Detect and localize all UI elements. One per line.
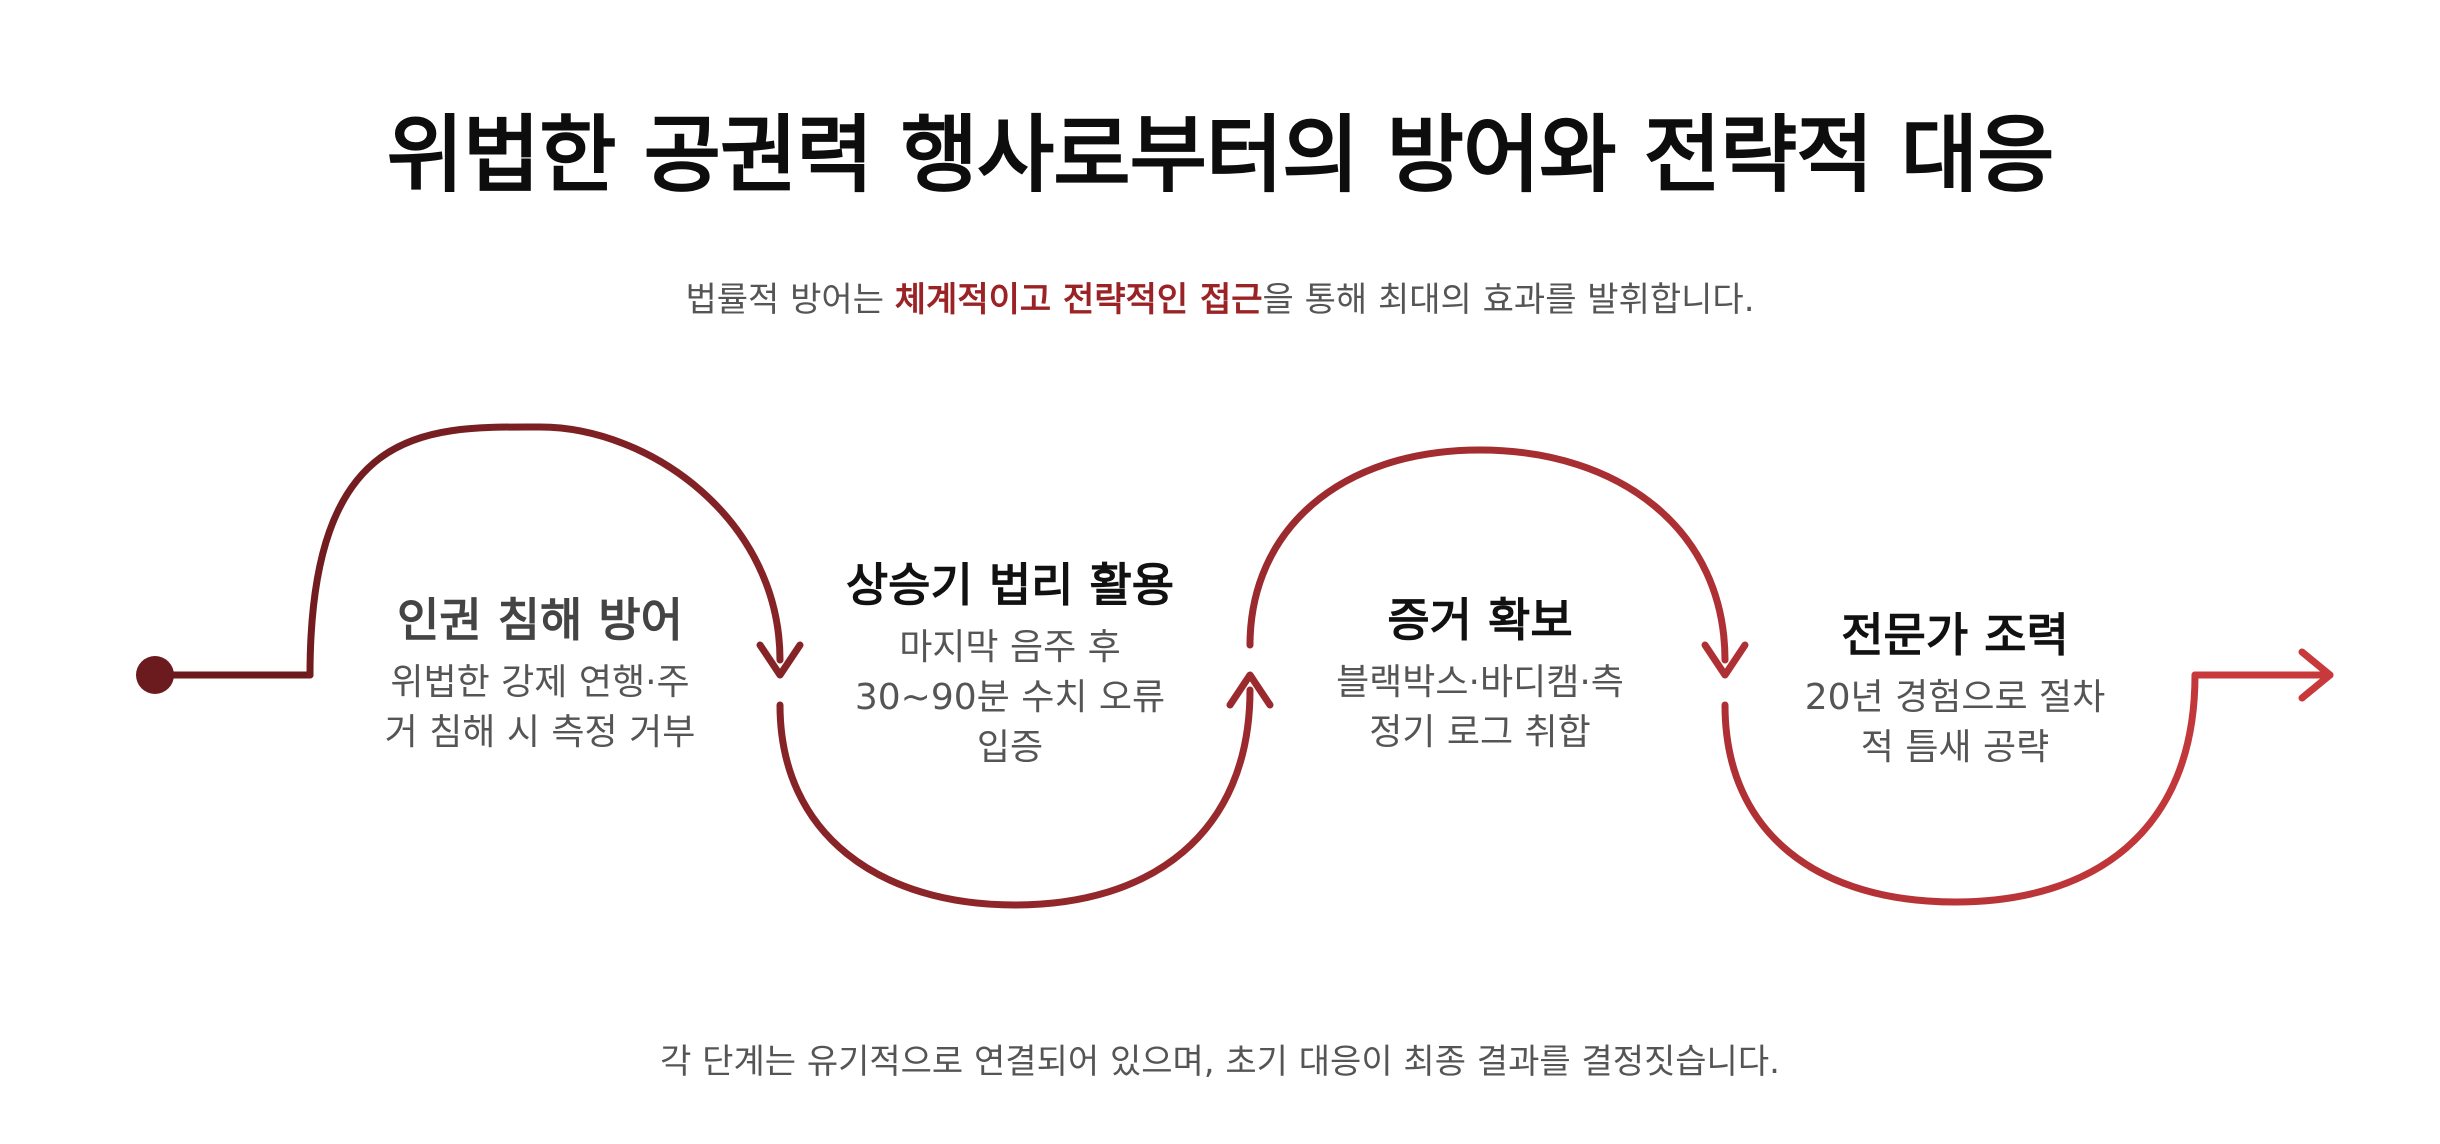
step-description-line: 20년 경험으로 절차: [1804, 677, 2106, 718]
step-description-line: 위법한 강제 연행·주: [390, 662, 690, 703]
subtitle-text-after: 을 통해 최대의 효과를 발휘합니다.: [1262, 280, 1755, 320]
step-description-line: 적 틈새 공략: [1860, 727, 2050, 768]
step-description-line: 마지막 음주 후: [899, 627, 1121, 668]
step-title: 인권 침해 방어: [397, 593, 683, 647]
subtitle-highlight: 체계적이고 전략적인 접근: [894, 280, 1263, 320]
flow-arc-1: [306, 423, 784, 679]
step-title: 전문가 조력: [1841, 608, 2069, 662]
footer-note: 각 단계는 유기적으로 연결되어 있으며, 초기 대응이 최종 결과를 결정짓습…: [660, 1042, 1780, 1082]
page-title: 위법한 공권력 행사로부터의 방어와 전략적 대응: [386, 106, 2055, 204]
flow-end-arrowhead: [2298, 648, 2334, 702]
step-title: 상승기 법리 활용: [845, 558, 1175, 612]
step-description-line: 입증: [976, 727, 1044, 768]
flow-arc-2: [776, 686, 1254, 909]
flow-arrowhead-2: [1226, 671, 1274, 709]
step-description-line: 정기 로그 취합: [1369, 712, 1591, 753]
flow-arc-4: [1721, 671, 2199, 906]
step-description-line: 30~90분 수치 오류: [854, 677, 1166, 718]
flow-arc-3: [1246, 446, 1729, 664]
subtitle-text-before: 법률적 방어는: [685, 280, 895, 320]
step-description-line: 거 침해 시 측정 거부: [384, 712, 696, 753]
subtitle: 법률적 방어는 체계적이고 전략적인 접근을 통해 최대의 효과를 발휘합니다.: [0, 272, 2440, 321]
flow-arrowhead-3: [1701, 641, 1749, 679]
flow-arrowhead-1: [756, 641, 804, 679]
step-title: 증거 확보: [1387, 593, 1573, 647]
step-description-line: 블랙박스·바디캠·측: [1336, 662, 1624, 703]
